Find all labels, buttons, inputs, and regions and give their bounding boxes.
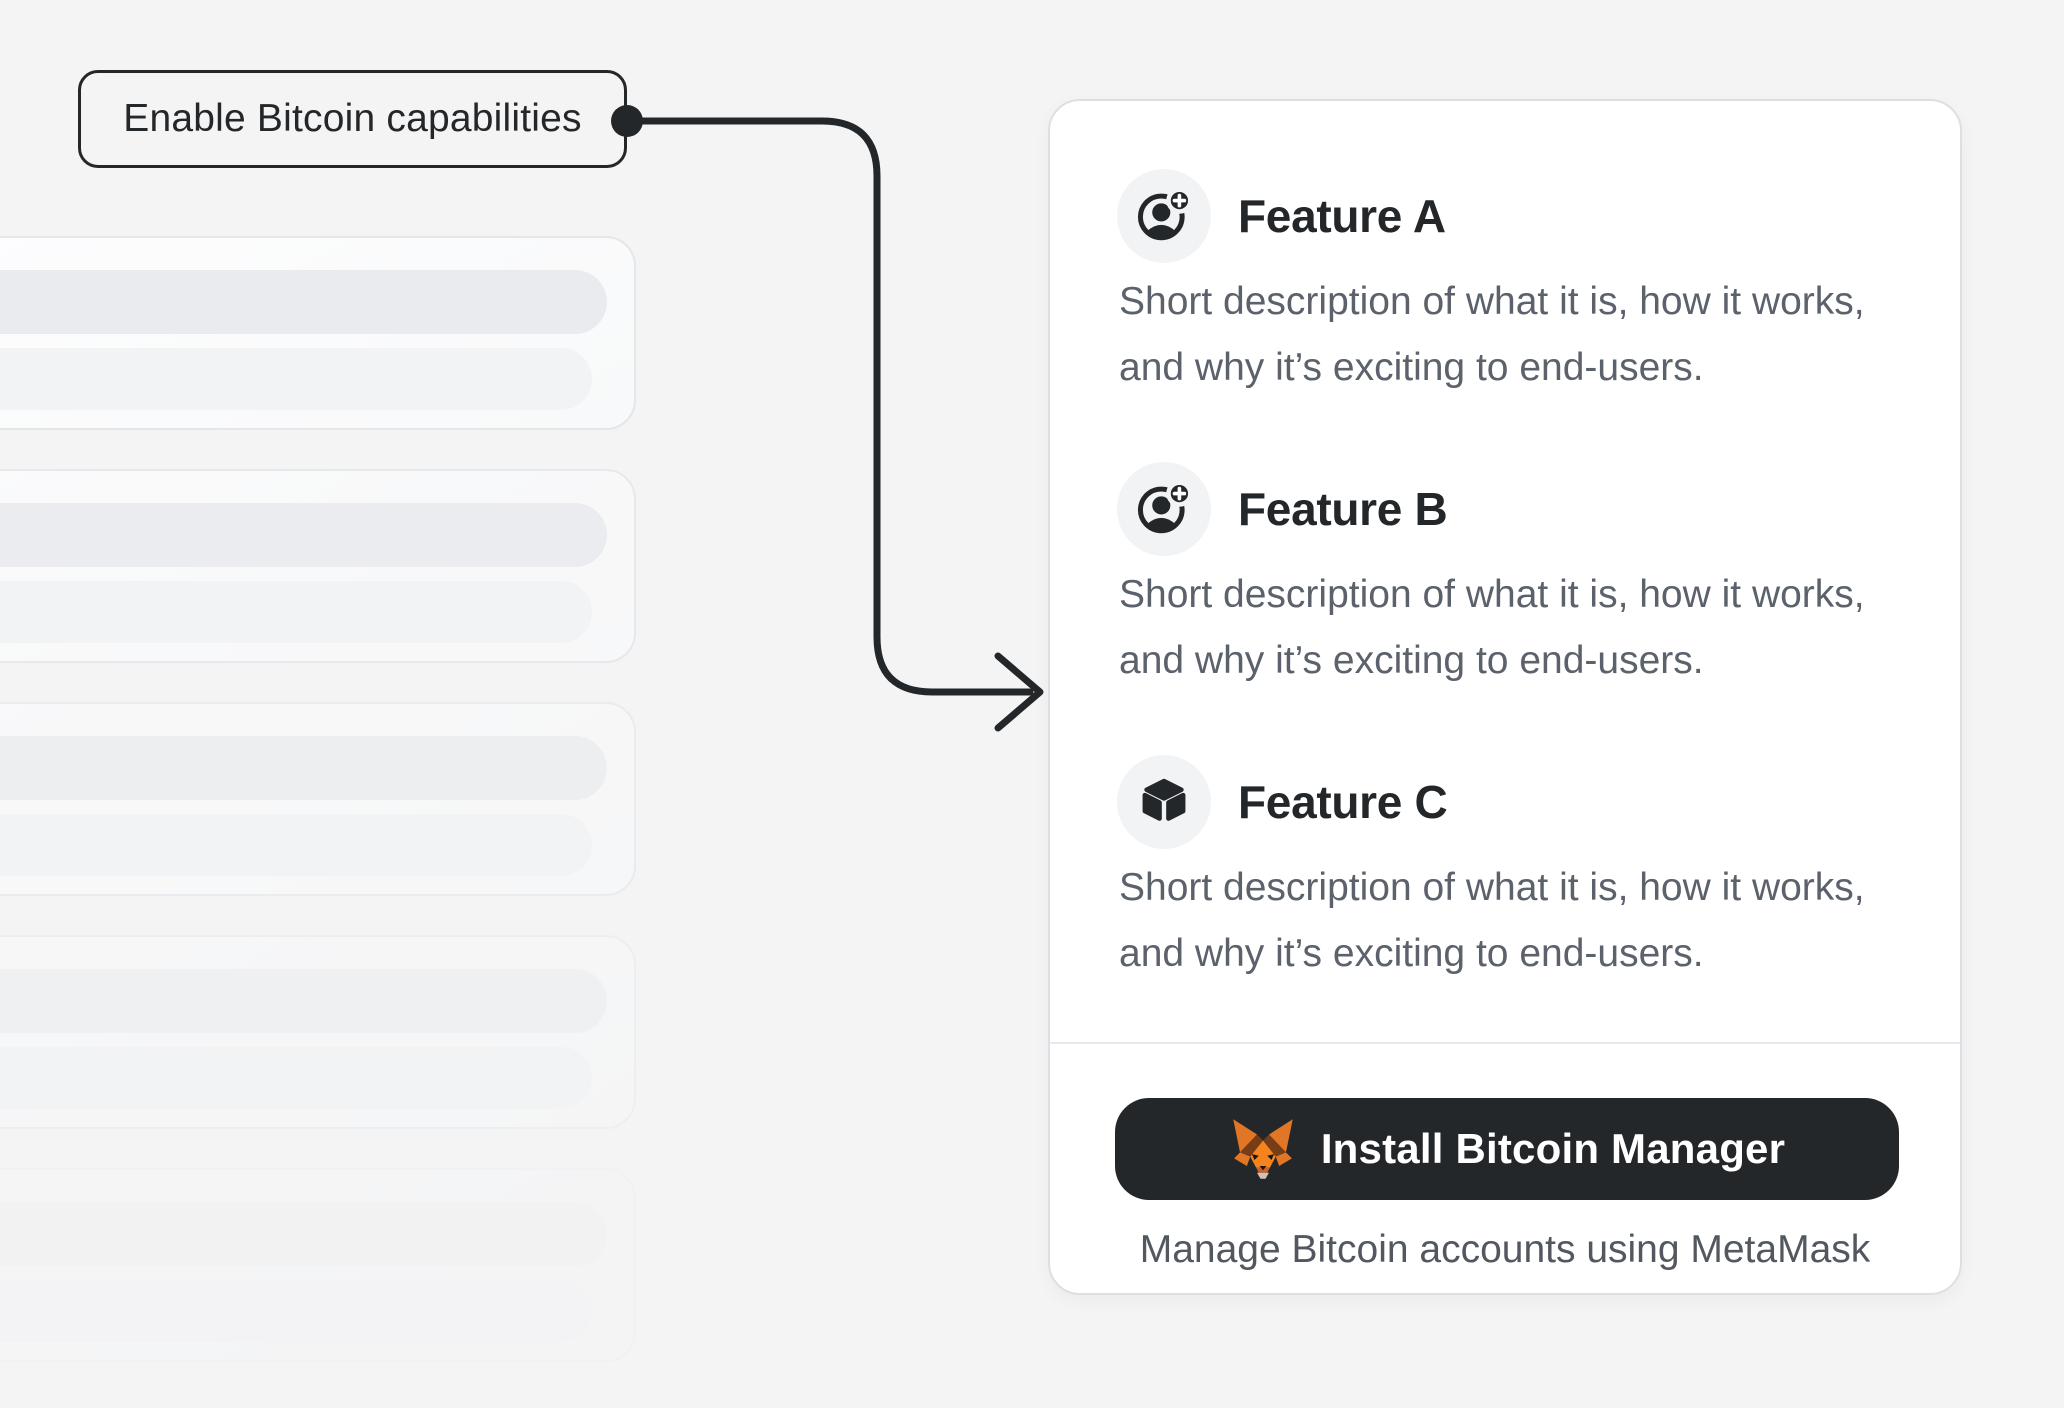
feature-row: Feature C [1117, 755, 1448, 849]
skeleton-card [0, 236, 636, 430]
skeleton-line [0, 348, 592, 410]
feature-title: Feature C [1238, 776, 1448, 828]
section-divider [1050, 1042, 1960, 1044]
account-plus-icon [1117, 462, 1211, 556]
install-caption: Manage Bitcoin accounts using MetaMask [1139, 1228, 1871, 1271]
feature-description: Short description of what it is, how it … [1119, 573, 1865, 682]
skeleton-line [0, 736, 607, 800]
metamask-fox-icon [1229, 1118, 1297, 1180]
account-plus-icon [1117, 169, 1211, 263]
skeleton-card [0, 935, 636, 1129]
install-button[interactable]: Install Bitcoin Manager [1115, 1098, 1899, 1200]
arrowhead [994, 652, 1044, 732]
skeleton-line [0, 969, 607, 1033]
feature-title: Feature A [1238, 190, 1446, 242]
cube-icon [1117, 755, 1211, 849]
callout-label: Enable Bitcoin capabilities [78, 70, 627, 168]
skeleton-line [0, 270, 607, 334]
skeleton-line [0, 1047, 592, 1109]
feature-row: Feature B [1117, 462, 1448, 556]
skeleton-line [0, 581, 592, 643]
feature-description: Short description of what it is, how it … [1119, 280, 1865, 389]
feature-description: Short description of what it is, how it … [1119, 866, 1865, 975]
feature-row: Feature A [1117, 169, 1446, 263]
skeleton-line [0, 1202, 607, 1266]
skeleton-card [0, 469, 636, 663]
skeleton-card [0, 1168, 636, 1362]
skeleton-line [0, 1280, 592, 1342]
features-card: Feature A Short description of what it i… [1048, 99, 1962, 1295]
install-button-label: Install Bitcoin Manager [1320, 1125, 1786, 1172]
skeleton-line [0, 503, 607, 567]
feature-title: Feature B [1238, 483, 1448, 535]
skeleton-card [0, 702, 636, 896]
skeleton-line [0, 814, 592, 876]
